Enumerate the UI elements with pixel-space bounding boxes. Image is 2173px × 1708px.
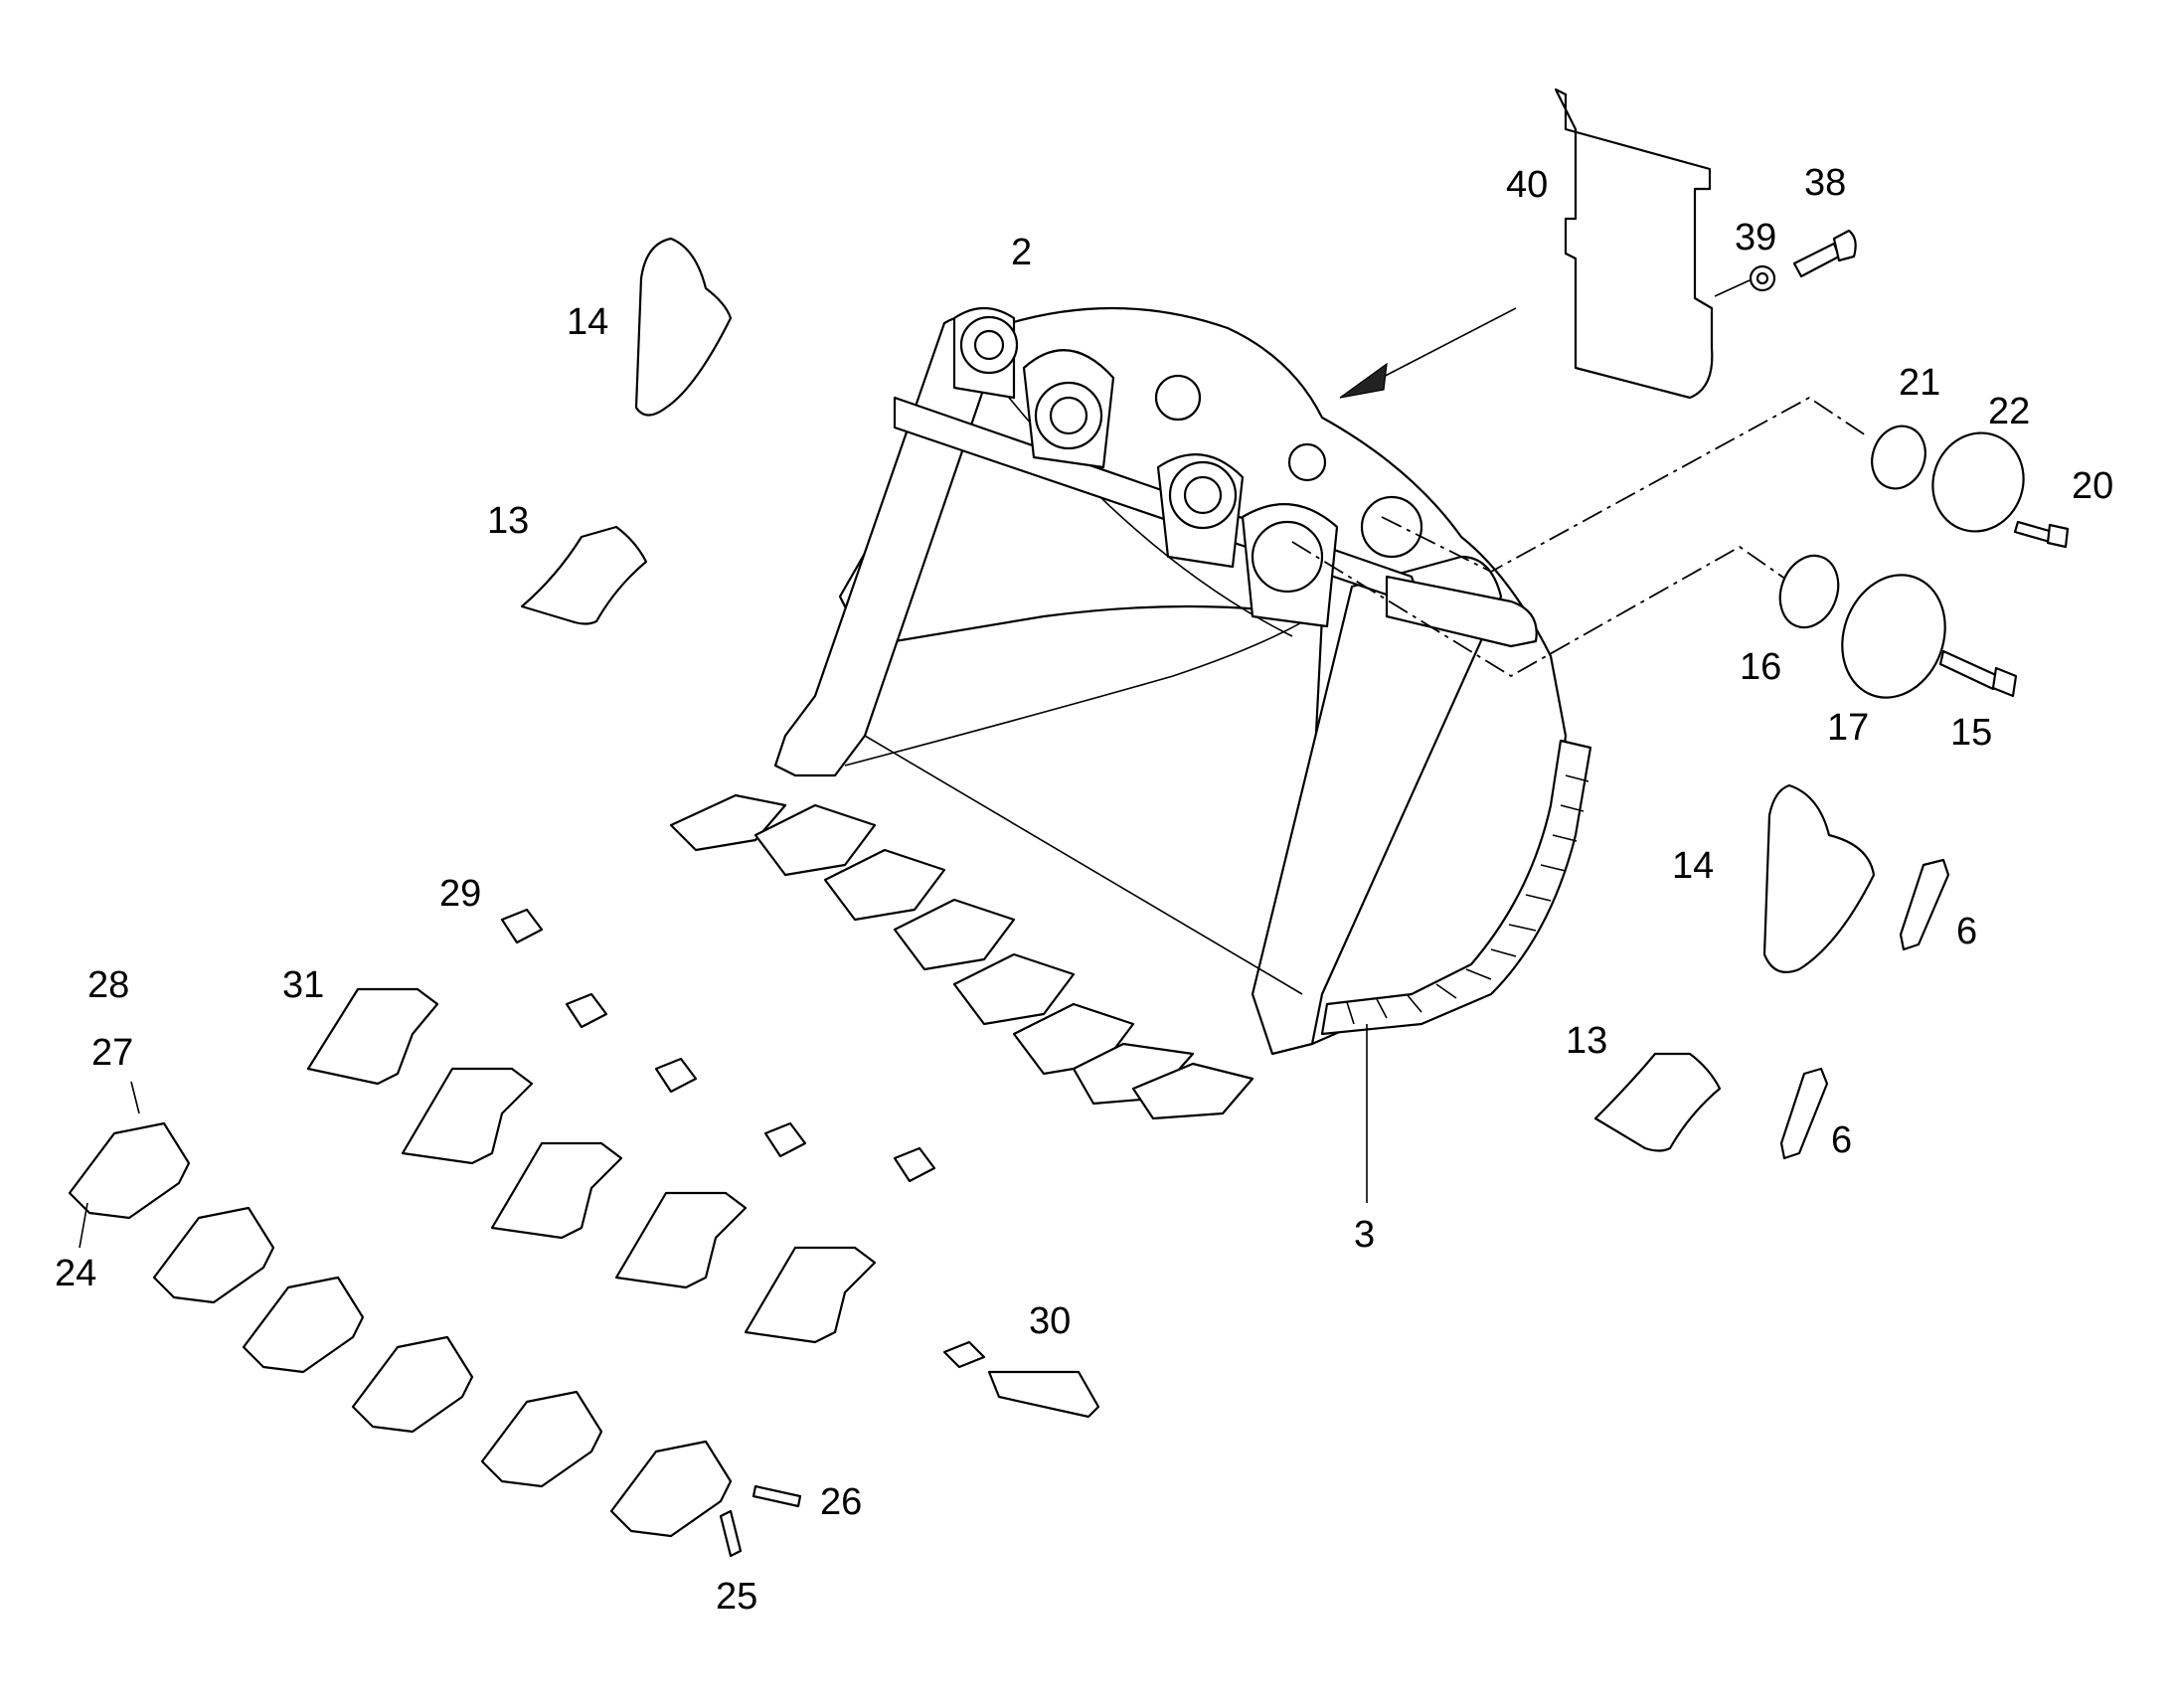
callout-6-upper: 6: [1956, 911, 1978, 952]
adapters-27: [68, 1121, 733, 1538]
callout-17: 17: [1827, 707, 1870, 749]
callout-14-right: 14: [1672, 845, 1715, 887]
bucket-body: [773, 306, 1568, 1056]
callout-29: 29: [439, 873, 482, 915]
cover-17: [1841, 574, 1946, 699]
callout-22: 22: [1988, 391, 2031, 432]
pivot-lug-3: [1156, 442, 1327, 569]
callout-26: 26: [820, 1481, 863, 1523]
callout-28: 28: [87, 964, 130, 1006]
pivot-lug-4: [1241, 495, 1423, 628]
bolt-38: [1792, 229, 1857, 278]
wear-plate-40: [1339, 87, 1714, 400]
callout-24: 24: [55, 1253, 97, 1294]
callout-25: 25: [716, 1576, 758, 1618]
bolt-20: [2013, 520, 2070, 549]
callout-13-right: 13: [1566, 1020, 1608, 1062]
callout-13-left: 13: [487, 500, 530, 542]
o-ring-16: [1778, 554, 1840, 629]
tooth-caps-31: [306, 987, 877, 1344]
callout-3: 3: [1354, 1214, 1376, 1256]
callout-16: 16: [1740, 646, 1782, 688]
washer-39: [1714, 264, 1776, 297]
callout-38: 38: [1804, 162, 1847, 204]
side-shroud-14-left: [634, 237, 733, 417]
callout-6-lower: 6: [1831, 1119, 1853, 1161]
wear-piece-6-upper: [1899, 858, 1950, 951]
o-ring-21: [1871, 425, 1926, 490]
side-shroud-14-right: [1762, 783, 1876, 973]
pivot-lug-2: [1022, 349, 1202, 469]
leader-line-27: [130, 1081, 140, 1114]
callout-15: 15: [1950, 712, 1993, 754]
leader-line-24: [79, 1202, 88, 1249]
callout-20: 20: [2072, 465, 2114, 507]
callout-2: 2: [1011, 232, 1033, 273]
callout-31: 31: [282, 964, 325, 1006]
callout-40: 40: [1506, 164, 1549, 206]
side-clip-30: [942, 1340, 1100, 1419]
callout-39: 39: [1735, 217, 1777, 258]
clips-29: [500, 908, 936, 1183]
mounted-tooth-adapters: [669, 793, 1254, 1120]
pin-26: [752, 1484, 802, 1508]
callout-14-left: 14: [567, 301, 609, 343]
pivot-lug-1: [952, 307, 1019, 400]
cutting-edge-segments: [1320, 739, 1592, 1036]
corner-shroud-13-right: [1593, 1052, 1722, 1152]
cover-22: [1931, 431, 2025, 533]
callout-21: 21: [1899, 362, 1941, 404]
callout-27: 27: [91, 1032, 134, 1074]
callout-30: 30: [1029, 1300, 1072, 1342]
retainer-25: [719, 1509, 743, 1558]
corner-shroud-13-left: [520, 525, 648, 625]
bolt-15: [1938, 649, 2018, 698]
wear-piece-6-lower: [1779, 1067, 1829, 1160]
